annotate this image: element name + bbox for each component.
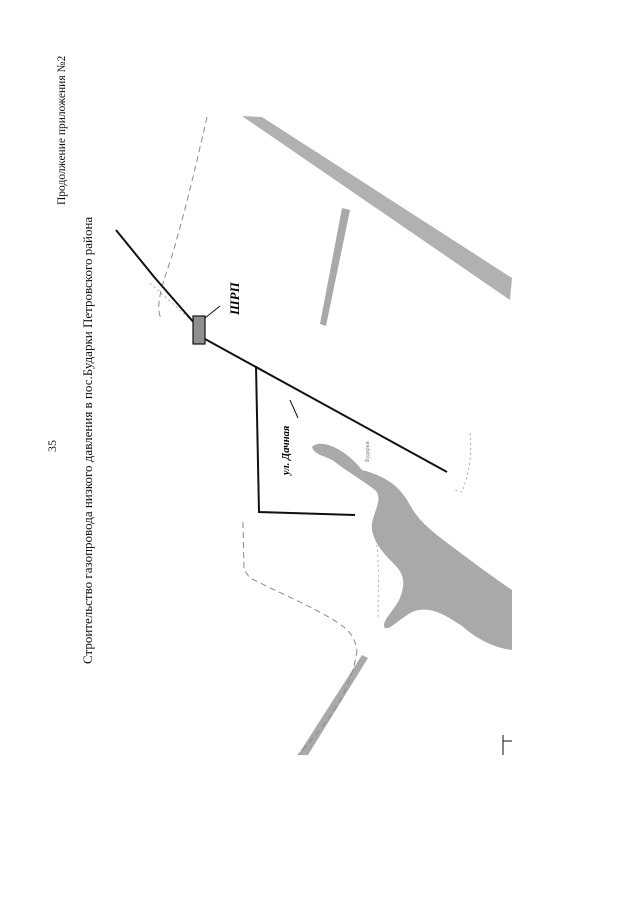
street-label: ул. Дачная (281, 425, 292, 477)
gas-pipeline (115, 229, 448, 516)
small-street-label: Бударки (365, 440, 371, 462)
shrp-label: ШРП (227, 281, 242, 316)
lake (312, 443, 512, 650)
dotted-lines (149, 282, 472, 621)
shrp-station-marker (192, 315, 206, 345)
boundary-lines (158, 116, 358, 756)
water-strip (320, 208, 350, 326)
road-strip (298, 655, 368, 755)
river-band (242, 116, 512, 300)
